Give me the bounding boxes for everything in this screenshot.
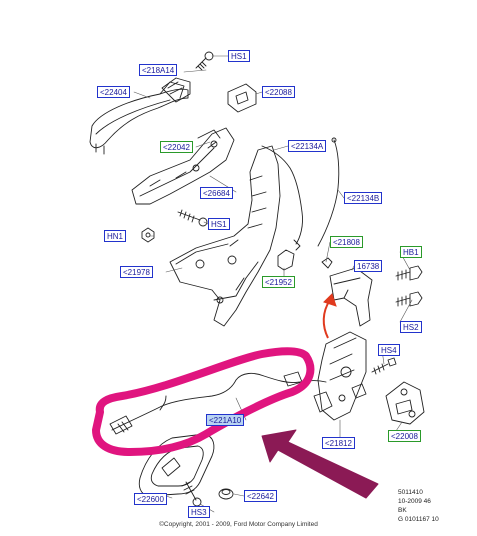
- document-reference: 5011410 10-2009 46 BK G 0101167 10: [398, 488, 468, 524]
- callout-hs1-mid[interactable]: HS1: [208, 218, 230, 230]
- latch-cover-16738: [329, 267, 373, 327]
- callout-218a14[interactable]: <218A14: [139, 64, 178, 76]
- doc-ref-line-1: 5011410: [398, 489, 423, 496]
- callout-22642[interactable]: <22642: [244, 490, 277, 502]
- callout-22134a[interactable]: <22134A: [288, 140, 327, 152]
- callout-22008[interactable]: <22008: [388, 430, 421, 442]
- handle-bracket: [131, 127, 235, 205]
- bolt-hs2: [395, 291, 423, 307]
- clip-21952: [277, 249, 295, 271]
- callout-26684[interactable]: <26684: [200, 187, 233, 199]
- door-latch: [313, 331, 367, 421]
- callout-hs3[interactable]: HS3: [188, 506, 210, 518]
- cylinder-cover: [227, 83, 257, 113]
- reinforcement-bracket: [169, 145, 281, 327]
- bolt-hb1: [395, 265, 423, 281]
- callout-hb1[interactable]: HB1: [400, 246, 422, 258]
- nut-hn1: [141, 227, 155, 243]
- red-curved-arrow: [322, 293, 337, 339]
- screw-cap: [218, 488, 234, 500]
- callout-hs1-top[interactable]: HS1: [228, 50, 250, 62]
- callout-22404[interactable]: <22404: [97, 86, 130, 98]
- callout-22600[interactable]: <22600: [134, 493, 167, 505]
- clip-21808: [321, 257, 333, 269]
- handle-cap: [161, 77, 191, 103]
- rod-22134a: [261, 145, 303, 251]
- doc-ref-line-2: 10-2009 46: [398, 498, 431, 505]
- highlight-loop: [92, 347, 315, 456]
- callout-21978[interactable]: <21978: [120, 266, 153, 278]
- doc-ref-line-4: G 0101167 10: [398, 516, 439, 523]
- screw-hs1-top: [195, 51, 214, 71]
- callout-21812[interactable]: <21812: [322, 437, 355, 449]
- callout-21808[interactable]: <21808: [330, 236, 363, 248]
- striker-plate: [385, 381, 425, 425]
- callout-221a10[interactable]: <221A10: [206, 414, 245, 426]
- doc-ref-line-3: BK: [398, 507, 407, 514]
- callout-hn1[interactable]: HN1: [104, 230, 127, 242]
- rod-22134b: [317, 137, 340, 247]
- callout-16738[interactable]: 16738: [354, 260, 383, 272]
- copyright-notice: ©Copyright, 2001 - 2009, Ford Motor Comp…: [159, 521, 318, 528]
- callout-hs2[interactable]: HS2: [400, 321, 422, 333]
- screw-hs1-mid: [177, 209, 208, 227]
- callout-21952[interactable]: <21952: [262, 276, 295, 288]
- callout-22042[interactable]: <22042: [160, 141, 193, 153]
- pointer-arrow: [261, 429, 379, 499]
- callout-22134b[interactable]: <22134B: [344, 192, 383, 204]
- callout-hs4[interactable]: HS4: [378, 344, 400, 356]
- screw-hs4: [371, 357, 397, 375]
- callout-22088[interactable]: <22088: [262, 86, 295, 98]
